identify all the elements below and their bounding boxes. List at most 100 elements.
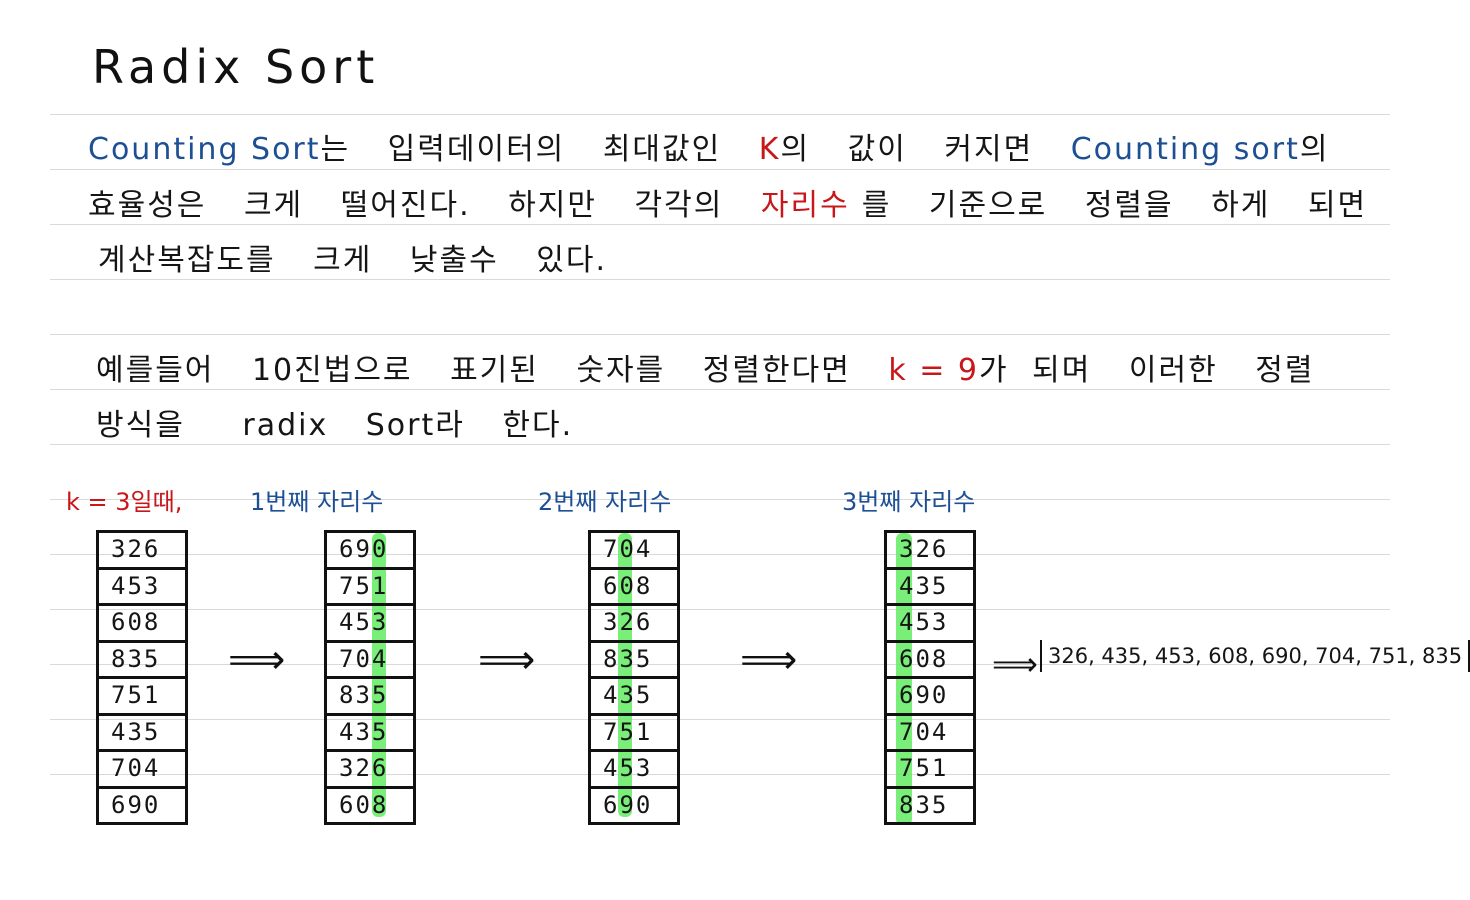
array-cell: 326 — [591, 606, 677, 643]
text: 계산복잡도를 — [98, 243, 276, 278]
array-cell: 435 — [327, 716, 413, 752]
array-cell: 751 — [99, 679, 185, 716]
array-cell: 690 — [591, 789, 677, 825]
ruled-line — [50, 719, 1390, 720]
text: 가 — [979, 353, 1009, 388]
term-counting-sort: Counting Sort — [88, 132, 321, 167]
paragraph1-line3: 계산복잡도를 크게 낮출수 있다. — [98, 235, 607, 279]
array-cell: 326 — [99, 533, 185, 570]
note-page: Radix Sort Counting Sort는 입력데이터의 최대값인 K의… — [50, 40, 1470, 825]
array-cell: 704 — [99, 752, 185, 789]
text: 정렬 — [1255, 353, 1315, 388]
array-cell: 453 — [99, 570, 185, 606]
k-label: k = 3일때, — [66, 488, 183, 516]
right-arrow-icon: ⟹ — [992, 645, 1038, 683]
step3-label: 3번째 자리수 — [842, 488, 976, 516]
array-cell: 704 — [591, 533, 677, 570]
term-counting-sort: Counting sort — [1070, 132, 1300, 167]
text: radix — [242, 408, 329, 443]
text: 낮출수 — [409, 243, 499, 278]
array-cell: 326 — [887, 533, 973, 570]
array-cell: 704 — [327, 643, 413, 679]
text: 방식을 — [96, 408, 185, 443]
array-cell: 453 — [327, 606, 413, 643]
step2-label: 2번째 자리수 — [538, 488, 672, 516]
ruled-line — [50, 774, 1390, 775]
text: 하지만 — [508, 188, 597, 223]
right-arrow-icon: ⟹ — [228, 637, 285, 683]
array-cell: 608 — [99, 606, 185, 643]
text: Sort — [365, 408, 436, 443]
step1-label: 1번째 자리수 — [250, 488, 384, 516]
paragraph2-line1: 예를들어 10진법으로 표기된 숫자를 정렬한다면 k = 9가 되며 이러한 … — [96, 345, 1314, 389]
text: 최대값인 — [602, 132, 722, 167]
digit3-highlight — [896, 533, 912, 825]
array-cell: 608 — [327, 789, 413, 825]
ruled-line — [50, 389, 1390, 390]
ruled-line — [50, 169, 1390, 170]
sorted-result: 326, 435, 453, 608, 690, 704, 751, 835 — [1040, 640, 1470, 672]
array-initial: 326 453 608 835 751 435 704 690 — [96, 530, 188, 825]
term-k-equals-9: k = 9 — [888, 353, 980, 388]
text: 각각의 — [634, 188, 724, 223]
text: 의 — [1299, 132, 1330, 167]
array-cell: 835 — [887, 789, 973, 825]
ruled-line — [50, 444, 1390, 445]
array-cell: 704 — [887, 716, 973, 752]
text: 숫자를 — [576, 353, 666, 388]
array-cell: 751 — [327, 570, 413, 606]
right-arrow-icon: ⟹ — [478, 637, 535, 683]
array-cell: 435 — [887, 570, 973, 606]
text: 한다. — [502, 408, 574, 443]
paragraph1-line2: 효율성은 크게 떨어진다. 하지만 각각의 자리수 를 기준으로 정렬을 하게 되… — [88, 180, 1367, 224]
text: 되면 — [1307, 188, 1368, 223]
ruled-line — [50, 279, 1390, 280]
array-cell: 608 — [591, 570, 677, 606]
array-cell: 751 — [887, 752, 973, 789]
ruled-line — [50, 114, 1390, 115]
array-cell: 690 — [327, 533, 413, 570]
text: 하게 — [1211, 188, 1271, 223]
text: 있다. — [536, 243, 608, 278]
text: 를 — [861, 188, 892, 223]
array-after-digit1: 690 751 453 704 835 435 326 608 — [324, 530, 416, 825]
text: 10진법으로 — [251, 353, 413, 388]
array-cell: 435 — [99, 716, 185, 752]
array-cell: 608 — [887, 643, 973, 679]
array-cell: 690 — [99, 789, 185, 825]
text: 떨어진다. — [340, 188, 471, 223]
text: 효율성은 — [88, 188, 207, 223]
text: 는 — [320, 132, 351, 167]
paragraph2-line2: 방식을 radix Sort라 한다. — [96, 400, 573, 444]
array-cell: 835 — [99, 643, 185, 679]
text: 예를들어 — [96, 353, 215, 388]
term-k: K — [758, 132, 781, 167]
ruled-line — [50, 554, 1390, 555]
text: 정렬한다면 — [702, 353, 851, 388]
array-cell: 453 — [591, 752, 677, 789]
array-cell: 326 — [327, 752, 413, 789]
array-cell: 751 — [591, 716, 677, 752]
array-cell: 453 — [887, 606, 973, 643]
array-after-digit2: 704 608 326 835 435 751 453 690 — [588, 530, 680, 825]
text: 크게 — [313, 243, 373, 278]
text: 라 — [435, 408, 465, 443]
array-cell: 835 — [591, 643, 677, 679]
term-digit: 자리수 — [760, 188, 850, 223]
array-cell: 435 — [591, 679, 677, 716]
ruled-line — [50, 609, 1390, 610]
text: 커지면 — [944, 132, 1034, 167]
text: 값이 — [847, 132, 907, 167]
page-title: Radix Sort — [92, 40, 380, 94]
text: 기준으로 — [928, 188, 1048, 223]
ruled-line — [50, 224, 1390, 225]
text: 크게 — [243, 188, 304, 223]
ruled-line — [50, 499, 1390, 500]
right-arrow-icon: ⟹ — [740, 637, 797, 683]
text: 정렬을 — [1084, 188, 1174, 223]
paragraph1-line1: Counting Sort는 입력데이터의 최대값인 K의 값이 커지면 Cou… — [88, 124, 1329, 168]
text: 의 — [780, 132, 811, 167]
text: 되며 — [1032, 353, 1092, 388]
ruled-line — [50, 334, 1390, 335]
text: 표기된 — [450, 353, 539, 388]
